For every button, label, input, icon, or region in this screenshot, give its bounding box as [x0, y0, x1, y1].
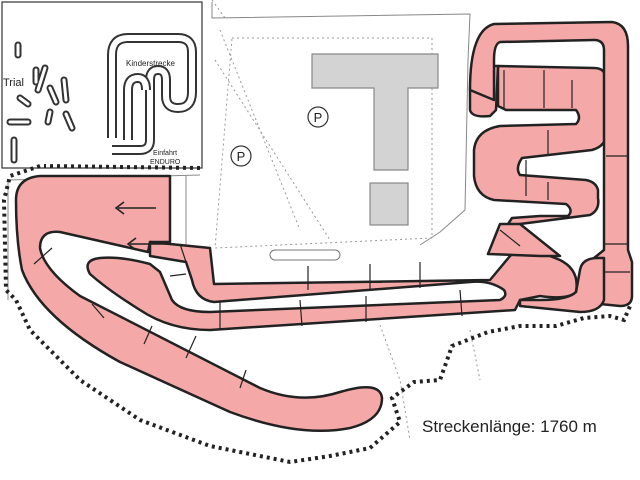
track-section-serpentine [472, 64, 608, 256]
parking-label-2: P [237, 149, 246, 164]
enduro-track [14, 20, 634, 432]
track-section-inner [86, 240, 578, 332]
main-building [311, 53, 439, 171]
parking-1: P [307, 106, 329, 128]
parking-label-1: P [314, 110, 323, 125]
parking-2: P [230, 145, 252, 167]
inset-box: Trial Kinderstrecke Einfahrt ENDURO [1, 1, 203, 169]
small-building [369, 182, 409, 226]
outer-fence [1, 164, 632, 465]
track-section-start [14, 174, 384, 432]
entrance-label-1: Einfahrt [153, 150, 177, 157]
kids-track-label: Kinderstrecke [126, 59, 175, 68]
trial-label: Trial [3, 77, 24, 89]
entrance-label-2: ENDURO [150, 159, 181, 166]
small-shelter [269, 249, 341, 261]
track-section-east-loop [518, 256, 606, 314]
direction-arrows [114, 201, 168, 251]
track-length-label: Streckenlänge: 1760 m [422, 417, 597, 436]
track-section-mid [486, 222, 562, 258]
paddock-area [214, 29, 481, 441]
track-marks [33, 70, 630, 389]
buildings [269, 53, 439, 261]
